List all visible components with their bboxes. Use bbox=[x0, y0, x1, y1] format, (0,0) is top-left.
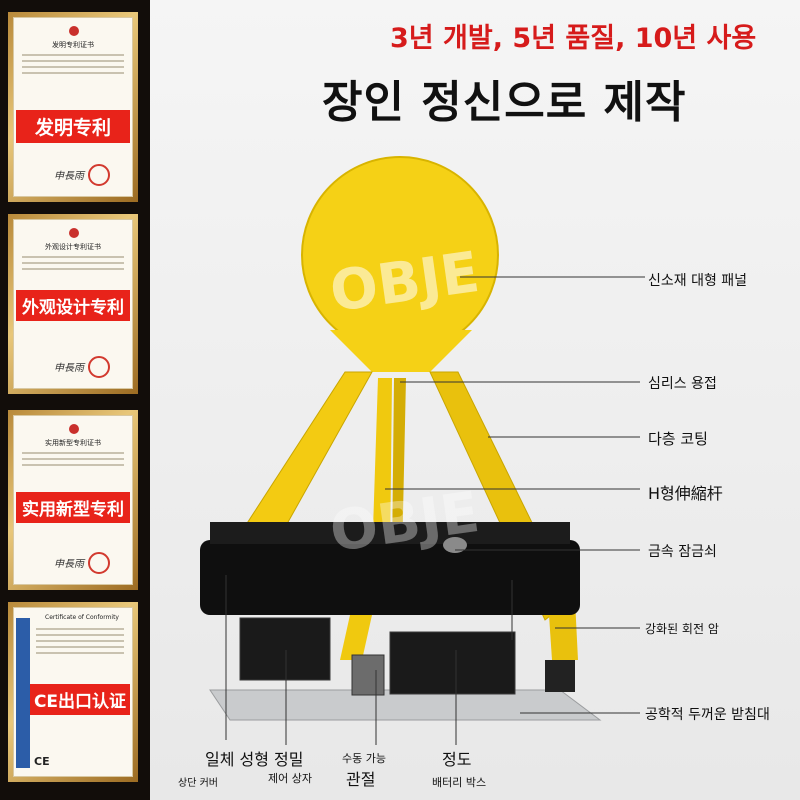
headline-top: 3년 개발, 5년 품질, 10년 사용 bbox=[390, 23, 757, 54]
certificate-banner: 实用新型专利 bbox=[16, 492, 130, 523]
certificate-strip: 发明专利证书 发明专利 申長雨 外观设计专利证书 外观设计专利 申長雨 实用新型… bbox=[0, 0, 150, 800]
seal-icon bbox=[88, 356, 110, 378]
label-cover-big: 일체 성형 정밀 bbox=[205, 750, 304, 769]
arm-pivot bbox=[545, 660, 575, 692]
h-rod-right bbox=[392, 378, 406, 560]
lower-left-leg bbox=[340, 615, 372, 660]
national-emblem-icon bbox=[69, 424, 79, 434]
certificate-design-patent: 外观设计专利证书 外观设计专利 申長雨 bbox=[8, 214, 138, 394]
box-top-rim bbox=[210, 522, 570, 544]
national-emblem-icon bbox=[69, 26, 79, 36]
headline-main: 장인 정신으로 제작 bbox=[322, 77, 687, 128]
callout-panel: 신소재 대형 패널 bbox=[648, 273, 748, 289]
national-emblem-icon bbox=[69, 228, 79, 238]
manual-joint bbox=[351, 654, 385, 696]
certificate-utility-patent: 实用新型专利证书 实用新型专利 申長雨 bbox=[8, 410, 138, 590]
callout-lock: 금속 잠금쇠 bbox=[648, 544, 717, 560]
label-battery-small: 배터리 박스 bbox=[432, 776, 487, 789]
label-manual-small: 수동 가능 bbox=[342, 752, 386, 765]
h-rod-left bbox=[372, 378, 392, 560]
callout-arm: 강화된 회전 암 bbox=[645, 622, 719, 636]
label-manual-big: 관절 bbox=[346, 770, 376, 789]
seal-icon bbox=[88, 552, 110, 574]
signature: 申長雨 bbox=[54, 171, 84, 182]
certificate-title: 发明专利证书 bbox=[52, 41, 94, 49]
ce-mark-icon: CE bbox=[34, 755, 50, 768]
battery-box bbox=[389, 631, 516, 695]
certificate-banner: 发明专利 bbox=[16, 110, 130, 143]
control-box bbox=[239, 617, 331, 681]
certificate-banner: 外观设计专利 bbox=[16, 290, 130, 321]
ce-side-band bbox=[16, 618, 30, 768]
seal-icon bbox=[88, 164, 110, 186]
certificate-banner: CE出口认证 bbox=[30, 684, 130, 715]
label-cover-small: 상단 커버 bbox=[178, 778, 218, 789]
certificate-ce: Certificate of Conformity CE出口认证 CE bbox=[8, 602, 138, 782]
callout-rod: H형伸縮杆 bbox=[648, 484, 723, 503]
certificate-title: 外观设计专利证书 bbox=[45, 243, 101, 251]
certificate-invention-patent: 发明专利证书 发明专利 申長雨 bbox=[8, 12, 138, 202]
metal-lock-knob bbox=[443, 537, 467, 553]
top-cover-box bbox=[200, 540, 580, 615]
label-control-small: 제어 상자 bbox=[268, 772, 312, 785]
callout-weld: 심리스 용접 bbox=[648, 376, 717, 392]
signature: 申長雨 bbox=[54, 559, 84, 570]
signature: 申長雨 bbox=[54, 363, 84, 374]
label-battery-big: 정도 bbox=[442, 750, 472, 769]
callout-coating: 다층 코팅 bbox=[648, 430, 708, 448]
certificate-title: Certificate of Conformity bbox=[45, 614, 119, 621]
certificate-title: 实用新型专利证书 bbox=[45, 439, 101, 447]
panel-neck bbox=[330, 330, 472, 372]
callout-base: 공학적 두꺼운 받침대 bbox=[645, 707, 770, 723]
